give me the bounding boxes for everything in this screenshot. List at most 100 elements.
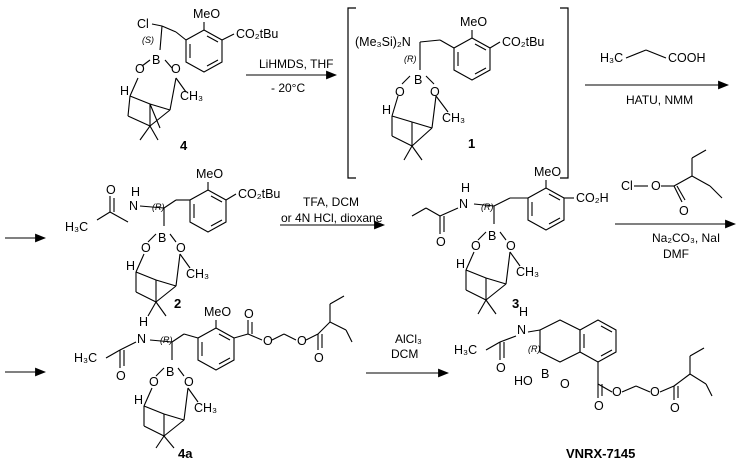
step4: Cl O O Na₂CO₃, NaI DMF <box>615 149 737 261</box>
cmp3-o: O <box>436 235 446 249</box>
cmp3-me: CH₃ <box>516 265 539 279</box>
compound-vnrx-7145: H₃C O H N (R) HO B O O O O O VNRX-7145 <box>454 305 713 461</box>
cmp4a-h3c: H₃C <box>74 351 97 365</box>
cmp2-b: B <box>158 231 166 245</box>
cmp1-number: 1 <box>468 136 475 151</box>
cmp4a-h: H <box>134 393 143 407</box>
cmp3-o2: O <box>506 239 516 253</box>
chloro-cl: Cl <box>621 179 633 193</box>
cmp4a-b: B <box>166 365 174 379</box>
step1: LiHMDS, THF - 20°C <box>246 57 338 95</box>
cmp1-h: H <box>382 103 391 117</box>
step2-line1: HATU, NMM <box>626 93 693 107</box>
cmp3-h: H <box>456 257 465 271</box>
cmp4-stereo: (S) <box>142 35 154 45</box>
chloro-o1: O <box>651 179 661 193</box>
step2: H₃C COOH HATU, NMM <box>585 49 730 107</box>
cmp3-ome: MeO <box>534 165 561 179</box>
cmp3-b: B <box>488 229 496 243</box>
cmp4a-n: N <box>137 332 146 346</box>
cmp1-ome: MeO <box>460 15 487 29</box>
cmp2-h: H <box>126 259 135 273</box>
compound-3: O H N (R) MeO CO₂H O B O H CH₃ 3 <box>411 165 609 315</box>
step5-line1: AlCl₃ <box>395 332 422 346</box>
cmp2-number: 2 <box>174 296 181 311</box>
step3: TFA, DCM or 4N HCl, dioxane <box>280 195 386 230</box>
cmp1-me: CH₃ <box>442 111 465 125</box>
chloro-o2: O <box>679 204 689 218</box>
cmp1-o2: O <box>430 85 440 99</box>
cmp2-n: N <box>129 199 138 213</box>
cmp4-h: H <box>120 84 129 98</box>
cmp3-n: N <box>459 197 468 211</box>
step4-line2: DMF <box>663 247 689 261</box>
compound-4a: H₃C O H N (R) MeO O O O O O B O H CH₃ 4a <box>74 295 353 461</box>
cmp2-h3c: H₃C <box>65 220 88 234</box>
vnrx-eo1: O <box>594 399 604 413</box>
vnrx-eo2: O <box>612 385 622 399</box>
cmp4a-stereo: (R) <box>160 335 173 345</box>
cmp4-ester: CO₂tBu <box>236 27 278 41</box>
cmp3-o1: O <box>471 239 481 253</box>
cmp4a-ome: MeO <box>204 305 231 319</box>
vnrx-o: O <box>496 361 506 375</box>
cmp4a-number: 4a <box>178 446 193 461</box>
cmp1-o1: O <box>395 85 405 99</box>
step5: AlCl₃ DCM <box>366 332 450 378</box>
cmp4-o1: O <box>135 62 145 76</box>
vnrx-number: VNRX-7145 <box>566 446 635 461</box>
cmp2-ome: MeO <box>196 167 223 181</box>
cmp2-o2: O <box>176 241 186 255</box>
cmp4-b: B <box>152 53 160 67</box>
cmp4a-o2: O <box>184 375 194 389</box>
cmp3-nh: H <box>461 181 470 195</box>
cmp2-o1: O <box>141 241 151 255</box>
cmp4a-eo3: O <box>297 334 307 348</box>
cmp3-stereo: (R) <box>481 202 494 212</box>
cmp4a-me: CH₃ <box>194 401 217 415</box>
vnrx-stereo: (R) <box>528 344 541 354</box>
vnrx-eo4: O <box>670 401 680 415</box>
propionic-acid: COOH <box>668 51 706 65</box>
cmp1-amine: (Me₃Si)₂N <box>355 35 411 49</box>
cmp4-me: CH₃ <box>180 89 203 103</box>
step1-line2: - 20°C <box>271 81 305 95</box>
cmp2-nh: H <box>131 185 140 199</box>
cmp2-me: CH₃ <box>186 267 209 281</box>
vnrx-eo3: O <box>650 385 660 399</box>
cmp4a-o: O <box>116 369 126 383</box>
cmp4a-eo1: O <box>244 307 254 321</box>
cmp4-ome: MeO <box>193 7 220 21</box>
cmp1-ester: CO₂tBu <box>502 35 544 49</box>
cmp1-b: B <box>414 73 422 87</box>
step1-line1: LiHMDS, THF <box>259 57 333 71</box>
cmp4a-nh: H <box>139 315 148 329</box>
propionic-h3c: H₃C <box>600 51 623 65</box>
step3-line2: or 4N HCl, dioxane <box>281 211 383 225</box>
step5-line2: DCM <box>391 347 418 361</box>
step3-line1: TFA, DCM <box>303 195 359 209</box>
cmp2-ester: CO₂tBu <box>238 187 280 201</box>
cmp4a-o1: O <box>149 375 159 389</box>
vnrx-b: B <box>541 367 549 381</box>
vnrx-ro: O <box>560 377 570 391</box>
compound-1: MeO CO₂tBu (Me₃Si)₂N (R) O B O H CH₃ 1 <box>347 7 569 179</box>
compound-2: H₃C O H N (R) MeO CO₂tBu O B O H CH₃ 2 <box>65 167 280 317</box>
cmp1-stereo: (R) <box>404 54 417 64</box>
step4-line1: Na₂CO₃, NaI <box>652 231 720 245</box>
cmp3-acid: CO₂H <box>576 191 609 205</box>
cmp4-o2: O <box>171 62 181 76</box>
vnrx-ho: HO <box>514 374 533 388</box>
cmp4a-eo4: O <box>314 351 324 365</box>
cmp3-number: 3 <box>512 296 519 311</box>
vnrx-h3c: H₃C <box>454 343 477 357</box>
cmp4-number: 4 <box>180 138 188 153</box>
cmp2-stereo: (R) <box>152 202 165 212</box>
cmp4a-eo2: O <box>263 334 273 348</box>
vnrx-n: N <box>517 323 526 337</box>
cmp4-cl: Cl <box>137 17 149 31</box>
vnrx-nh: H <box>519 305 528 319</box>
cmp2-o: O <box>106 183 116 197</box>
compound-4: MeO CO₂tBu Cl (S) O B O H CH₃ 4 <box>120 7 278 153</box>
